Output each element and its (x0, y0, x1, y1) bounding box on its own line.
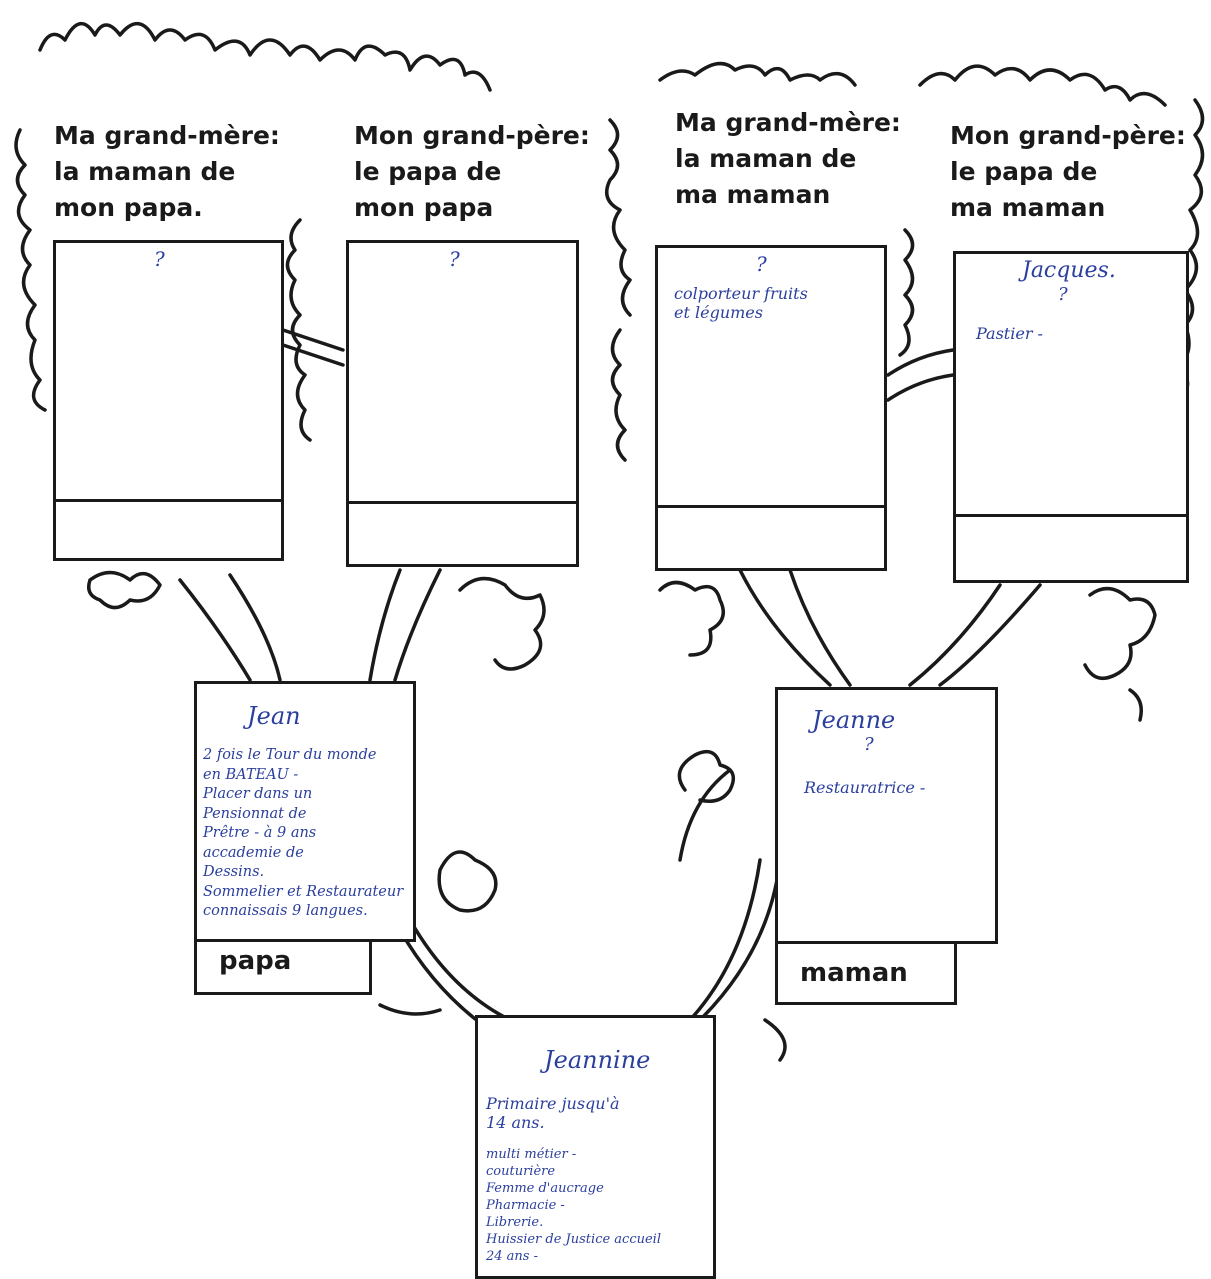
canopy-outline (38, 22, 492, 92)
mother-card: Jeanne ? Restauratrice - (775, 687, 998, 944)
grandmother-maternal-card: ? colporteur fruits et légumes (655, 245, 887, 508)
grandfather-paternal-name-box (346, 501, 579, 567)
father-card: Jean 2 fois le Tour du monde en BATEAU -… (194, 681, 416, 942)
mother-notes: Restauratrice - (804, 778, 926, 797)
grandmother-maternal-notes: colporteur fruits et légumes (674, 284, 808, 322)
grandfather-paternal-card: ? (346, 240, 579, 504)
grandmother-maternal-title: Ma grand-mère: la maman de ma maman (675, 108, 901, 209)
grandfather-maternal-title: Mon grand-père: le papa de ma maman (950, 121, 1186, 222)
grandfather-paternal-title: Mon grand-père: le papa de mon papa (354, 121, 590, 222)
self-name: Jeannine (544, 1046, 651, 1074)
self-card: Jeannine Primaire jusqu'à 14 ans. multi … (475, 1015, 716, 1279)
grandmother-paternal-name: ? (154, 247, 165, 271)
grandfather-maternal-card: Jacques. ? Pastier - (953, 251, 1189, 518)
grandfather-paternal-name: ? (449, 247, 460, 271)
mother-name: Jeanne (812, 706, 896, 734)
father-name: Jean (247, 702, 301, 730)
grandmother-paternal-card: ? (53, 240, 284, 502)
father-label: papa (219, 946, 292, 976)
grandfather-maternal-name: Jacques. (1022, 258, 1116, 283)
father-label-box: papa (194, 939, 372, 995)
grandmother-paternal-name-box (53, 499, 284, 561)
grandmother-maternal-q: ? (756, 252, 767, 276)
grandfather-maternal-name-box (953, 514, 1189, 583)
mother-label-box: maman (775, 941, 957, 1005)
grandfather-maternal-notes: Pastier - (976, 324, 1043, 343)
grandmother-maternal-name-box (655, 505, 887, 571)
self-notes-2: multi métier - couturière Femme d'aucrag… (486, 1147, 661, 1264)
grandfather-maternal-q: ? (1058, 284, 1068, 305)
grandmother-paternal-title: Ma grand-mère: la maman de mon papa. (54, 121, 280, 222)
mother-label: maman (800, 958, 908, 988)
self-notes: Primaire jusqu'à 14 ans. (486, 1094, 620, 1132)
mother-q: ? (864, 734, 874, 755)
father-notes: 2 fois le Tour du monde en BATEAU - Plac… (203, 747, 404, 919)
